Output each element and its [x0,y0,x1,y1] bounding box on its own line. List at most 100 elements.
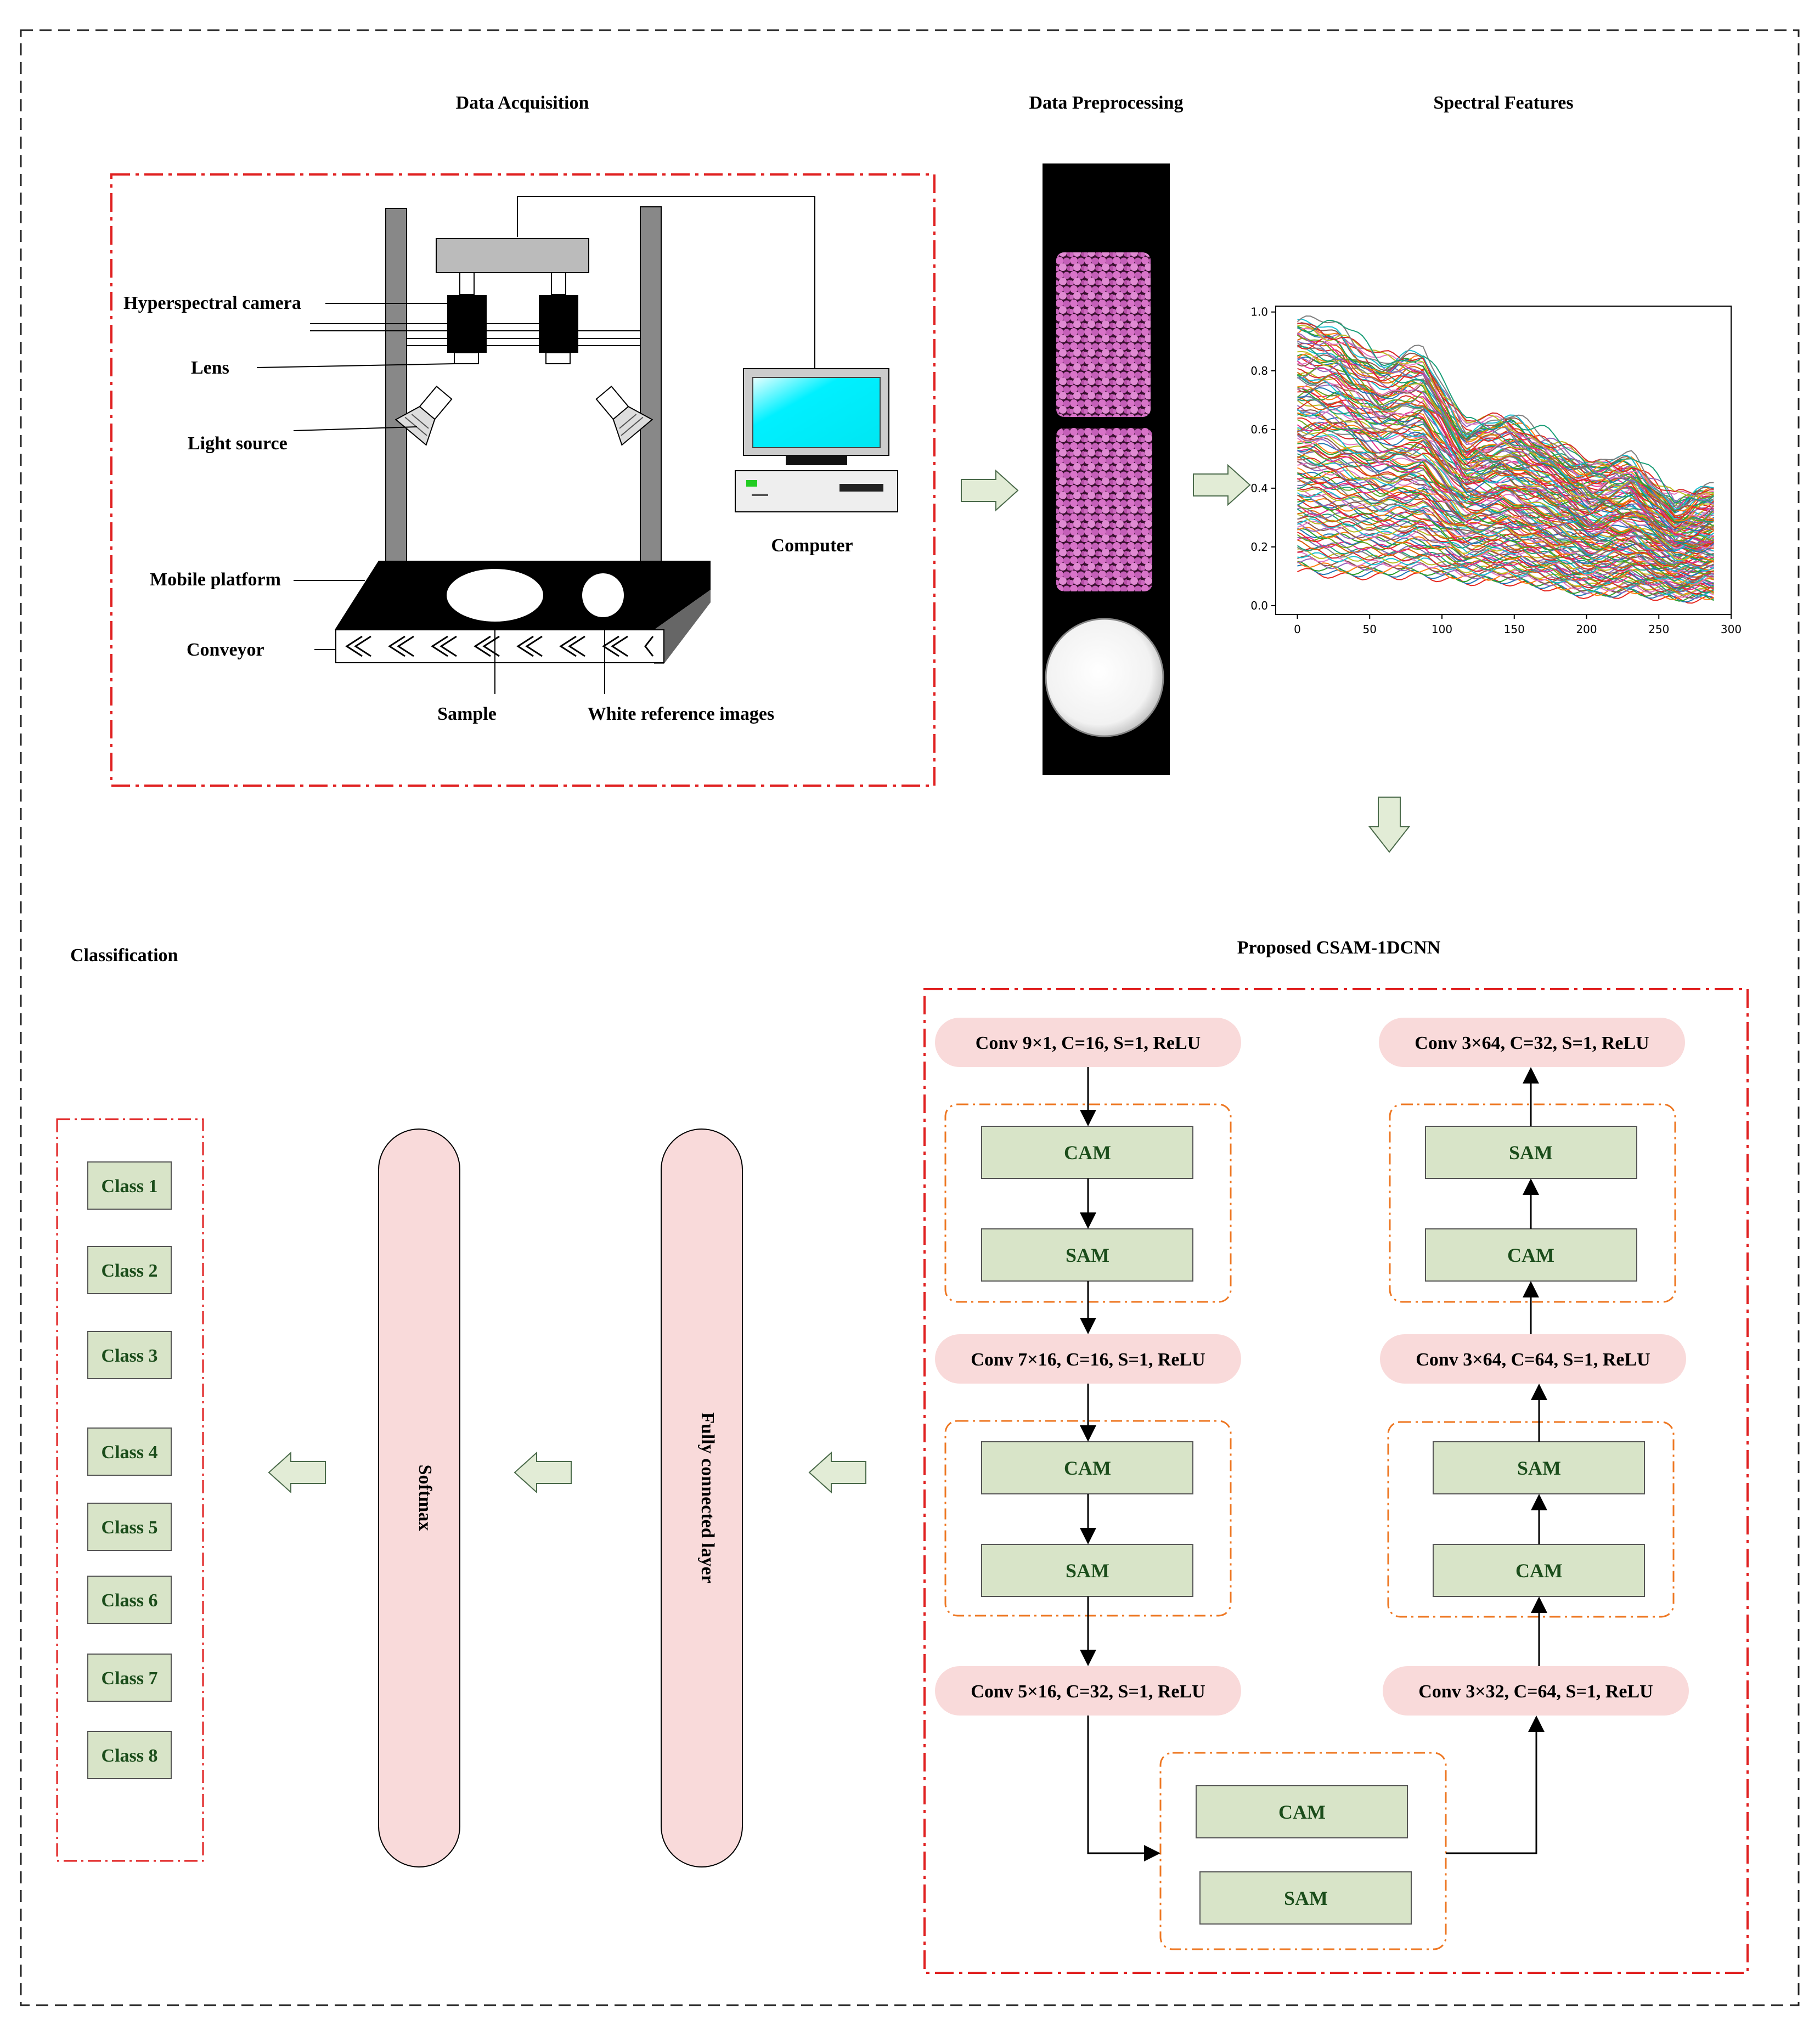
sam-right-2 [1433,1441,1645,1494]
classification-frame [56,1118,204,1862]
title-classification: Classification [70,945,178,966]
class-box-6 [87,1576,172,1624]
outer-border [20,29,1800,2006]
computer-icon [735,368,898,512]
sam-right-1-label: SAM [1509,1142,1553,1164]
x-tick-label: 100 [1432,623,1452,636]
y-tick-label: 1.0 [1250,306,1268,319]
arrow-spec-to-model [1368,797,1411,853]
spectrum-line [1297,527,1714,586]
class-label-3: Class 3 [102,1346,158,1366]
white-reference-dish [1045,618,1164,737]
conv-left-3-label: Conv 5×16, C=32, S=1, ReLU [971,1682,1205,1702]
arrow-softmax-to-class [268,1451,326,1494]
arrow-pre-to-spec [1193,464,1251,506]
model-frame [923,988,1749,1974]
title-acquisition: Data Acquisition [456,93,589,113]
acquisition-frame [110,173,936,787]
cam-left-1-label: CAM [1064,1142,1111,1164]
camera-stem-left [459,272,475,295]
conveyor-belt [335,629,664,663]
title-model: Proposed CSAM-1DCNN [1237,938,1441,958]
conv-left-1 [935,1018,1241,1067]
conv-right-1-label: Conv 3×64, C=32, S=1, ReLU [1415,1033,1649,1053]
spectrum-line [1297,391,1714,526]
sam-left-1-label: SAM [1066,1244,1109,1266]
softmax-layer: Softmax [378,1129,460,1867]
light-right [595,385,653,446]
conv-right-2-label: Conv 3×64, C=64, S=1, ReLU [1416,1350,1650,1370]
spectrum-line [1297,510,1714,578]
spectrum-line [1297,509,1714,582]
conv-left-2-label: Conv 7×16, C=16, S=1, ReLU [971,1350,1205,1370]
leader-lines [256,303,640,694]
class-label-5: Class 5 [102,1517,158,1538]
cam-left-2 [981,1441,1193,1494]
label-light-source: Light source [188,433,288,454]
class-box-8 [87,1731,172,1779]
label-sample: Sample [437,704,497,724]
y-tick-label: 0.2 [1250,540,1268,554]
spectrum-line [1297,319,1715,504]
x-tick-label: 250 [1648,623,1669,636]
class-box-3 [87,1331,172,1379]
sam-left-1 [981,1228,1193,1282]
class-box-1 [87,1161,172,1210]
conv-right-3-label: Conv 3×32, C=64, S=1, ReLU [1418,1682,1653,1702]
title-preprocessing: Data Preprocessing [1029,93,1183,113]
model-panel: Conv 9×1, C=16, S=1, ReLU CAM SAM Conv 7… [923,988,1749,1974]
spectrum-line [1297,480,1714,571]
conveyor-chevrons [345,635,654,657]
conv-left-3 [935,1666,1241,1716]
light-left [395,385,453,446]
spectrum-line [1297,440,1714,547]
spectrum-line [1297,411,1714,544]
spectrum-line [1297,477,1714,568]
left-pillar [385,208,407,599]
x-tick-label: 200 [1576,623,1597,636]
spectrum-line [1297,528,1714,587]
spectrum-line [1297,561,1714,602]
x-tick-label: 300 [1721,623,1742,636]
spectrum-line [1297,504,1714,577]
label-computer: Computer [771,535,853,556]
attention-group-right-1 [1389,1103,1676,1303]
cam-bottom [1196,1785,1408,1838]
class-box-7 [87,1654,172,1702]
preprocessed-image [1043,163,1170,775]
sam-bottom [1199,1871,1412,1925]
spectrum-line [1297,555,1714,599]
y-tick-label: 0.8 [1250,364,1268,377]
spectrum-line [1297,387,1714,527]
label-lens: Lens [191,358,229,378]
network-connectors [1080,1067,1547,1861]
sample-image-1 [1056,252,1151,417]
chart-y-axis: 0.00.20.40.60.81.0 [1250,306,1276,612]
chart-series-group [1297,315,1715,604]
class-label-1: Class 1 [102,1176,158,1197]
class-box-2 [87,1246,172,1294]
arrow-model-to-fc [808,1451,866,1494]
cam-bottom-label: CAM [1278,1801,1326,1823]
sam-left-2 [981,1544,1193,1597]
camera-stem-right [551,272,566,295]
lens-right [545,352,571,364]
class-box-4 [87,1427,172,1476]
class-label-2: Class 2 [102,1261,158,1281]
class-label-7: Class 7 [102,1668,158,1689]
spectrum-line [1297,514,1714,584]
spectrum-line [1297,368,1714,529]
spectrum-line [1297,315,1714,507]
flow-arrows [268,464,1411,1494]
cam-left-1 [981,1126,1193,1179]
attention-group-right-2 [1387,1421,1675,1618]
spectrum-line [1297,442,1714,548]
lens-left [454,352,479,364]
arrow-fc-to-softmax [514,1451,572,1494]
computer-cable [517,196,815,369]
